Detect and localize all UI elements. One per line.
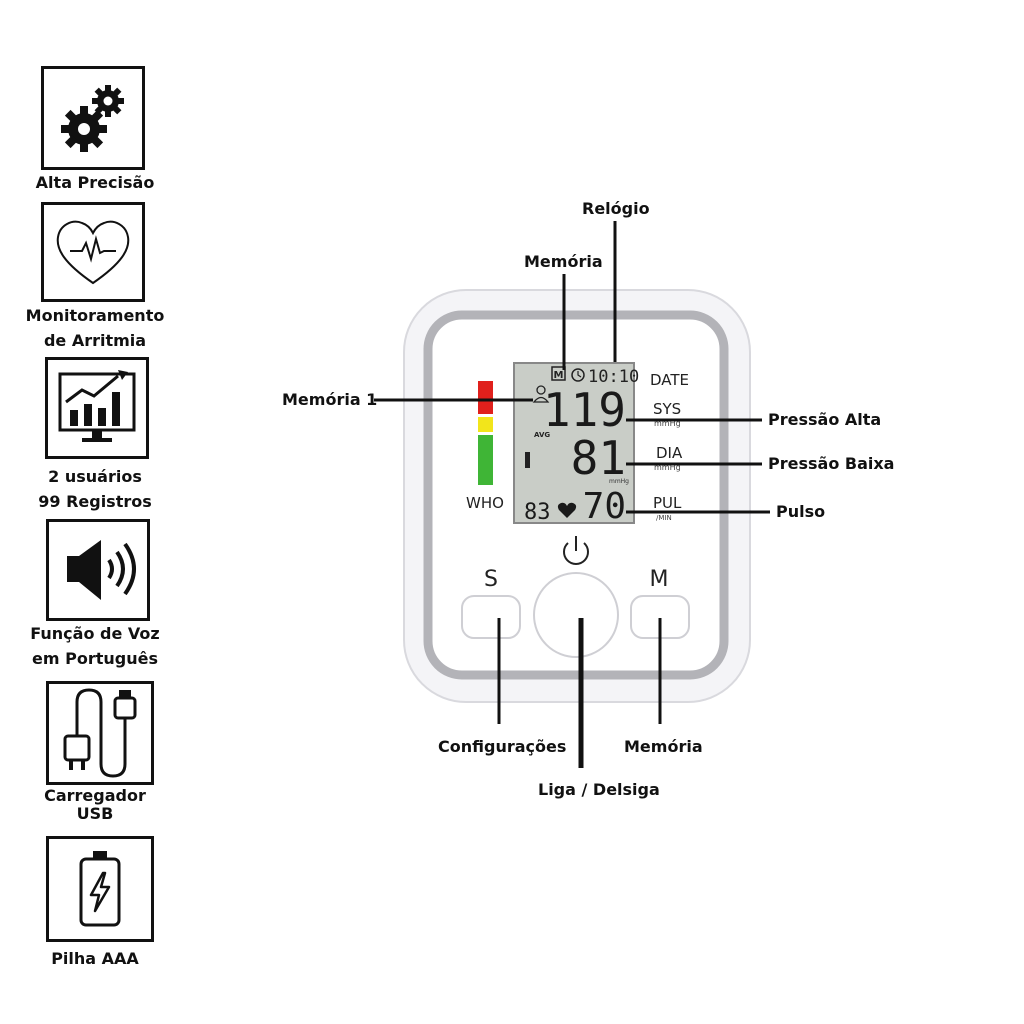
sys-unit: mmHg (654, 419, 681, 428)
feature-caption: Alta Precisão (35, 173, 155, 192)
date-label: DATE (650, 371, 689, 389)
pul-unit: /MIN (656, 514, 672, 522)
sys-label: SYS (653, 400, 681, 418)
avg-label: AVG (534, 431, 550, 439)
dia-label: DIA (656, 444, 683, 462)
feature-caption: Função de Voz em Português (30, 624, 160, 668)
power-icon (563, 536, 589, 565)
callout-memoria-bottom: Memória (624, 737, 703, 756)
feature-box (46, 681, 154, 785)
clock-icon (571, 368, 585, 382)
who-label: WHO (466, 494, 504, 512)
callout-memoria-1: Memória 1 (282, 390, 378, 409)
callout-pressao-baixa: Pressão Baixa (768, 454, 895, 473)
feature-caption: Pilha AAA (51, 949, 139, 968)
callout-relogio: Relógio (582, 199, 650, 218)
growth-chart-monitor-icon (58, 370, 136, 442)
battery-icon (79, 851, 121, 927)
dia-unit: mmHg (654, 463, 681, 472)
power-button[interactable] (533, 572, 619, 658)
heart-icon (557, 502, 577, 518)
usb-cable-icon (63, 688, 137, 778)
callout-memoria-top: Memória (524, 252, 603, 271)
settings-button[interactable] (461, 595, 521, 639)
who-yellow-segment (478, 417, 493, 432)
m-button-label: M (650, 567, 669, 592)
callout-pressao-alta: Pressão Alta (768, 410, 882, 429)
dia-readout: 81 (571, 431, 626, 485)
bar-indicator (525, 452, 530, 468)
feature-caption: 2 usuários 99 Registros (38, 467, 152, 511)
callout-pulso: Pulso (776, 502, 826, 521)
heart-pulse-icon (56, 220, 130, 285)
feature-box (46, 519, 150, 621)
speaker-icon (67, 540, 136, 600)
sys-readout: 119 (543, 383, 626, 437)
lcd-unit-mmhg: mmHg (609, 478, 629, 485)
memory-flag: M (554, 370, 564, 381)
feature-caption: Monitoramento de Arritmia (25, 306, 165, 350)
callout-liga-desliga: Liga / Delsiga (538, 780, 660, 799)
memory-flag-box (551, 366, 566, 381)
memory-count: 83 (524, 500, 551, 525)
s-button-label: S (484, 567, 498, 592)
feature-caption: Carregador USB (44, 786, 146, 823)
lcd-screen (513, 362, 635, 524)
feature-box (46, 836, 154, 942)
gears-icon (61, 85, 124, 152)
clock-readout: 10:10 (588, 367, 639, 387)
feature-box (41, 202, 145, 302)
callout-configuracoes: Configurações (438, 737, 567, 756)
pul-readout: 70 (583, 486, 626, 527)
who-red-segment (478, 381, 493, 414)
who-green-segment (478, 435, 493, 485)
pul-label: PUL (653, 494, 682, 512)
callout-lines (374, 221, 770, 768)
user-icon (532, 385, 550, 403)
feature-box (41, 66, 145, 170)
feature-box (45, 357, 149, 459)
